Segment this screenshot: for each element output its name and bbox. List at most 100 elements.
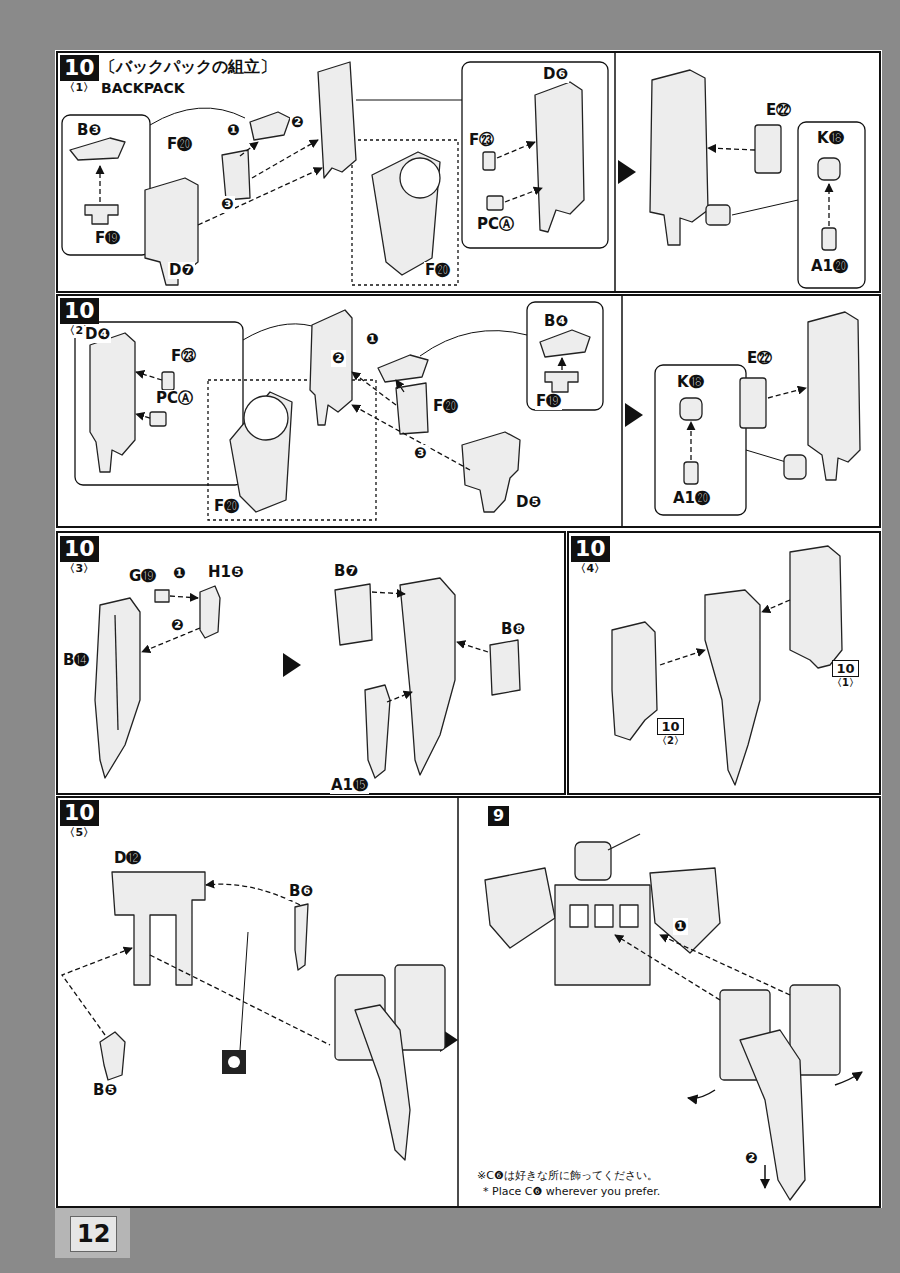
part-drawing xyxy=(755,125,781,173)
part-label: H1❺ xyxy=(207,564,245,581)
page-frame xyxy=(57,295,880,527)
part-drawing xyxy=(818,158,840,180)
leader-line xyxy=(420,331,527,356)
leader-line xyxy=(356,100,462,101)
page-number: 12 xyxy=(70,1216,117,1252)
assembly-arrow xyxy=(660,650,705,665)
part-drawing xyxy=(784,455,806,479)
callout-number: ❷ xyxy=(744,1150,759,1167)
part-label: K⓲ xyxy=(676,374,705,391)
part-label: D❺ xyxy=(515,494,542,511)
page-frame xyxy=(55,1208,130,1258)
part-label: D❻ xyxy=(542,66,569,83)
part-label: E㉒ xyxy=(746,350,773,367)
assembly-arrow xyxy=(372,592,405,594)
part-drawing xyxy=(396,383,428,434)
part-drawing xyxy=(612,622,657,740)
part-label: B❻ xyxy=(288,883,314,900)
sub-step: 〈1〉 xyxy=(63,81,95,95)
page-frame xyxy=(57,797,880,1207)
part-drawing xyxy=(85,205,118,224)
assembly-arrow xyxy=(497,142,535,158)
part-drawing xyxy=(70,62,860,1200)
reference-badge: 10〈2〉 xyxy=(657,718,684,747)
part-drawing xyxy=(230,392,292,512)
sub-step: 〈3〉 xyxy=(63,562,95,576)
step-badge: 10〈3〉 xyxy=(60,536,99,576)
part-drawing xyxy=(540,330,590,357)
motion-arrow xyxy=(688,1090,715,1098)
sub-step: 〈5〉 xyxy=(63,826,95,840)
part-drawing xyxy=(395,965,445,1050)
assembly-arrow xyxy=(240,142,258,156)
part-drawing xyxy=(740,1030,805,1200)
page-frame xyxy=(57,532,565,794)
motion-arrow xyxy=(688,1072,862,1188)
part-drawing xyxy=(112,872,205,985)
marker-icon xyxy=(222,1050,246,1074)
page-frame xyxy=(568,532,880,794)
assembly-arrow xyxy=(561,358,562,370)
assembly-arrow xyxy=(352,372,396,405)
marker-icon xyxy=(228,1056,240,1068)
part-label: B⓮ xyxy=(62,652,90,669)
part-drawing xyxy=(318,62,356,178)
part-drawing xyxy=(400,158,440,198)
part-drawing xyxy=(222,150,250,200)
motion-arrow xyxy=(764,1165,766,1188)
inset-box xyxy=(462,62,608,248)
part-drawing xyxy=(650,70,708,245)
reference-badge: 10〈1〉 xyxy=(832,660,859,689)
part-drawing xyxy=(490,640,520,695)
page-frame xyxy=(457,797,459,1207)
assembly-arrow xyxy=(690,422,691,460)
section-title-en: BACKPACK xyxy=(100,80,186,96)
inset-box xyxy=(352,140,458,285)
inset-box xyxy=(62,62,865,520)
step-badge: 10〈5〉 xyxy=(60,800,99,840)
part-label: A1⓴ xyxy=(810,258,849,275)
part-label: B❺ xyxy=(92,1082,118,1099)
assembly-arrow xyxy=(198,168,322,225)
assembly-arrow xyxy=(62,948,132,1035)
note-text: * Place C❻ wherever you prefer. xyxy=(482,1186,661,1199)
step-number: 10 xyxy=(571,536,610,562)
part-drawing xyxy=(822,228,836,250)
leader-line xyxy=(240,932,248,1050)
part-drawing xyxy=(162,372,174,390)
part-drawing xyxy=(620,905,638,927)
step-number: 10 xyxy=(60,800,99,826)
part-label: F⓴ xyxy=(432,398,459,415)
marker-icon xyxy=(222,1050,246,1074)
flow-arrow xyxy=(618,160,636,184)
part-drawing xyxy=(462,432,520,512)
part-label: F⓴ xyxy=(424,262,451,279)
step-badge: 10〈4〉 xyxy=(571,536,610,576)
part-drawing xyxy=(372,152,440,275)
part-drawing xyxy=(200,586,220,638)
step-number: 10 xyxy=(60,55,99,81)
step-number: 10 xyxy=(60,298,99,324)
assembly-arrow xyxy=(206,884,300,905)
part-drawing xyxy=(706,205,730,225)
part-drawing xyxy=(483,152,495,170)
callout-number: ❶ xyxy=(365,331,380,348)
part-label: A1⓯ xyxy=(330,777,369,794)
part-drawing xyxy=(155,590,169,602)
part-drawing xyxy=(608,834,640,850)
sub-step: 〈2〉 xyxy=(657,735,684,747)
part-label: PCⒶ xyxy=(476,216,515,233)
inset-box xyxy=(62,115,150,255)
page-frame xyxy=(621,295,623,527)
sub-step: 〈1〉 xyxy=(832,677,859,689)
part-label: F㉓ xyxy=(468,132,495,149)
part-drawing xyxy=(355,1005,410,1160)
leader-line xyxy=(732,200,798,215)
assembly-arrow xyxy=(708,148,755,150)
assembly-arrow xyxy=(660,935,790,995)
assembly-arrow xyxy=(396,380,404,392)
part-label: B❸ xyxy=(76,122,102,139)
